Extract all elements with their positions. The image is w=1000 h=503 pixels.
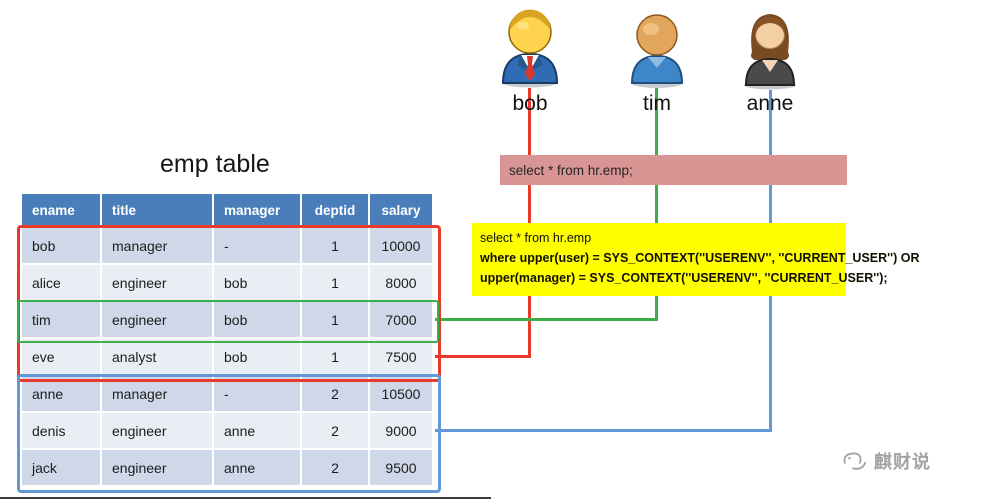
table-cell: bob [214,302,300,337]
table-cell: anne [214,450,300,485]
table-cell: 2 [302,413,368,448]
user-label-tim: tim [643,92,671,115]
table-cell: engineer [102,265,212,300]
table-cell: 1 [302,339,368,374]
avatar-tim [630,14,684,88]
connector-red-horizontal [435,355,531,358]
user-label-anne: anne [746,92,794,115]
watermark-icon [843,452,867,470]
table-row-eve: eve analyst bob 1 7500 [22,339,432,374]
avatar-anne [744,14,796,90]
table-cell: engineer [102,413,212,448]
table-cell: 1 [302,265,368,300]
table-cell: tim [22,302,100,337]
query-vpd-line3: upper(manager) = SYS_CONTEXT(''USERENV''… [480,270,888,285]
table-header-row: ename title manager deptid salary [22,194,432,226]
bottom-rule [0,497,491,499]
table-cell: bob [214,265,300,300]
table-cell: 9000 [370,413,432,448]
avatar-bob [501,9,559,88]
table-cell: jack [22,450,100,485]
col-header-ename: ename [22,194,100,226]
table-cell: - [214,228,300,263]
table-cell: bob [214,339,300,374]
table-cell: alice [22,265,100,300]
table-row-denis: denis engineer anne 2 9000 [22,413,432,448]
query-vpd-box: select * from hr.emp where upper(user) =… [472,223,920,296]
table-title: emp table [160,150,270,178]
connector-blue-horizontal [435,429,772,432]
table-row-tim: tim engineer bob 1 7000 [22,302,432,337]
connector-green-horizontal [435,318,658,321]
table-cell: anne [214,413,300,448]
table-row-alice: alice engineer bob 1 8000 [22,265,432,300]
table-cell: 1 [302,302,368,337]
emp-table: ename title manager deptid salary bob ma… [20,192,434,487]
table-cell: engineer [102,302,212,337]
table-cell: 7500 [370,339,432,374]
table-cell: 10000 [370,228,432,263]
watermark: 麒财说 [842,448,931,474]
table-cell: 8000 [370,265,432,300]
table-cell: denis [22,413,100,448]
table-cell: manager [102,228,212,263]
table-row-bob: bob manager - 1 10000 [22,228,432,263]
table-cell: 2 [302,450,368,485]
table-cell: 1 [302,228,368,263]
col-header-title: title [102,194,212,226]
connector-green-vertical [655,88,658,321]
highlight-box-anne-rows [17,374,441,493]
table-cell: engineer [102,450,212,485]
query-plain-box: select * from hr.emp; [500,155,847,185]
col-header-salary: salary [370,194,432,226]
watermark-text: 麒财说 [874,452,931,472]
table-cell: analyst [102,339,212,374]
col-header-manager: manager [214,194,300,226]
table-cell: 9500 [370,450,432,485]
query-plain-text: select * from hr.emp; [509,162,633,178]
user-label-bob: bob [512,92,548,115]
query-vpd-line2: where upper(user) = SYS_CONTEXT(''USEREN… [480,250,920,265]
highlight-box-tim-row [17,300,439,343]
table-cell: 7000 [370,302,432,337]
table-cell: bob [22,228,100,263]
query-vpd-line1: select * from hr.emp [480,231,592,245]
table-cell: eve [22,339,100,374]
table-row-jack: jack engineer anne 2 9500 [22,450,432,485]
col-header-deptid: deptid [302,194,368,226]
